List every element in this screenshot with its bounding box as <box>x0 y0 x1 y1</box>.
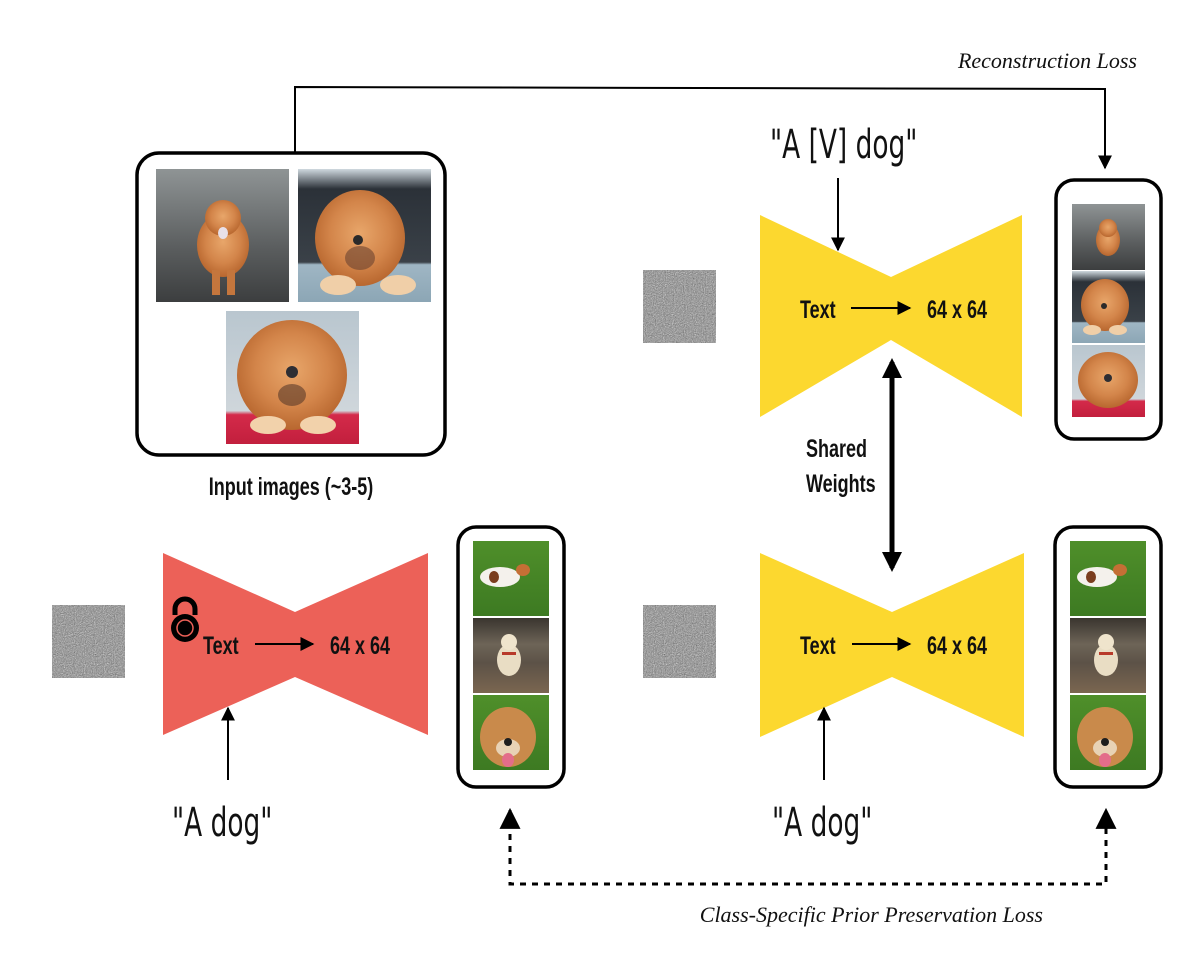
shared-weights-label-line1: Shared <box>806 434 867 463</box>
prior-image-2 <box>1070 618 1146 693</box>
prior-preservation-loss-label: Class-Specific Prior Preservation Loss <box>700 902 1043 927</box>
input-images-panel <box>135 151 447 457</box>
lock-icon <box>171 596 199 642</box>
prior-image-3 <box>1070 695 1146 770</box>
input-images-caption: Input images (~3-5) <box>209 472 373 501</box>
model-top-output-label: 64 x 64 <box>927 295 987 324</box>
class-prior-output-panel-trainable <box>1053 525 1163 789</box>
noise-image-bottom-left <box>52 605 125 678</box>
output-image-3 <box>1072 345 1145 417</box>
input-image-1 <box>156 169 289 302</box>
input-image-3 <box>226 311 359 444</box>
frozen-model-output-label: 64 x 64 <box>330 631 390 660</box>
shared-weights-label-line2: Weights <box>806 469 876 498</box>
prior-image-1 <box>473 541 549 616</box>
output-image-1 <box>1072 204 1145 270</box>
frozen-model-input-label: Text <box>203 631 239 660</box>
prior-image-1 <box>1070 541 1146 616</box>
prior-image-2 <box>473 618 549 693</box>
prompt-personalized: "A [V] dog" <box>770 121 917 167</box>
noise-image-top <box>643 270 716 343</box>
prior-preservation-loss-arrow <box>499 807 1117 886</box>
model-bottom-output-label: 64 x 64 <box>927 631 987 660</box>
trainable-model-top <box>760 215 1022 417</box>
class-prior-output-panel-frozen <box>456 525 566 789</box>
prompt-class-trainable: "A dog" <box>772 799 872 845</box>
reconstruction-loss-label: Reconstruction Loss <box>957 48 1137 73</box>
model-top-input-label: Text <box>800 295 836 324</box>
prompt-class-frozen: "A dog" <box>172 799 272 845</box>
reconstruction-loss-arrow <box>294 85 1112 170</box>
reconstruction-output-panel <box>1054 178 1163 441</box>
prior-image-3 <box>473 695 549 770</box>
input-image-2 <box>298 169 431 302</box>
output-image-2 <box>1072 271 1145 343</box>
model-bottom-input-label: Text <box>800 631 836 660</box>
noise-image-bottom-right <box>643 605 716 678</box>
